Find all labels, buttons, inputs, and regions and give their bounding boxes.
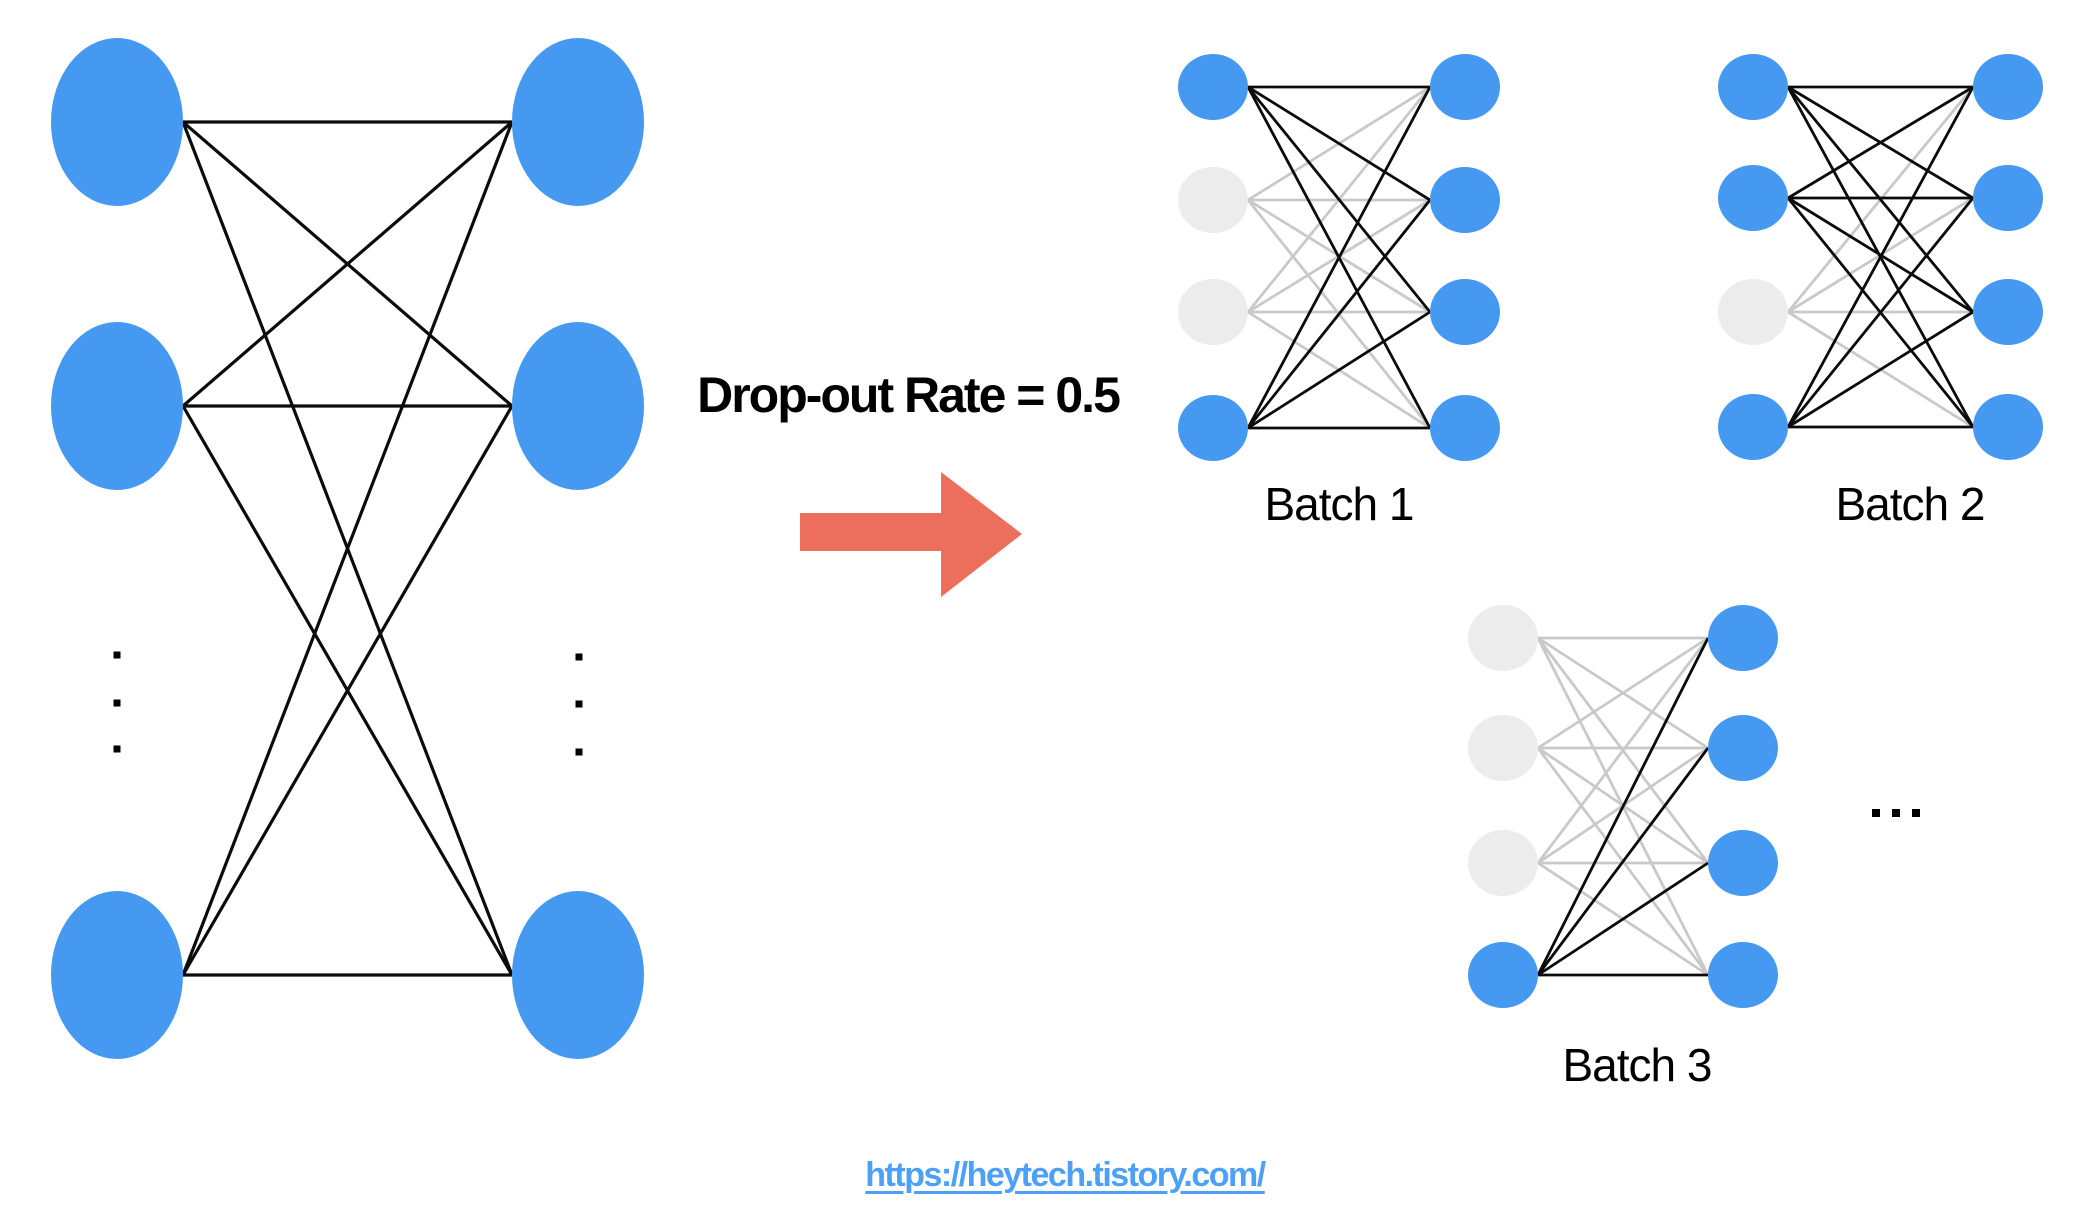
active-connection: [1787, 310, 1974, 429]
ellipsis-dot: [1872, 809, 1880, 817]
active-connection: [1786, 86, 1975, 313]
dropped-connection: [1536, 637, 1710, 864]
active-connection: [1787, 85, 1974, 200]
batch-3-label: Batch 3: [1562, 1039, 1713, 1091]
active-neuron-right: [1708, 715, 1778, 781]
active-neuron-left: [1718, 165, 1788, 231]
dropped-neuron-left: [1468, 715, 1538, 781]
active-connection: [1247, 310, 1431, 430]
batch-2-network: [1718, 54, 2043, 460]
dropped-neuron-left: [1178, 167, 1248, 233]
active-neuron-right: [1430, 395, 1500, 461]
ellipsis-dot: [113, 745, 121, 753]
dropout-rate-label: Drop-out Rate = 0.5: [697, 367, 1121, 423]
batch-3-network: [1468, 605, 1778, 1008]
active-connection: [181, 405, 514, 976]
right-arrow-icon: [800, 472, 1022, 597]
active-neuron-right: [1430, 167, 1500, 233]
active-neuron-right: [1430, 54, 1500, 120]
active-neuron-left: [1718, 394, 1788, 460]
source-link[interactable]: https://heytech.tistory.com/: [865, 1156, 1266, 1194]
dropped-neuron-left: [1178, 279, 1248, 345]
vertical-ellipsis-right: [575, 653, 583, 756]
active-neuron-right: [1430, 279, 1500, 345]
active-connection: [1786, 86, 1975, 428]
active-neuron-right: [1973, 394, 2043, 460]
active-neuron-right: [1973, 165, 2043, 231]
active-neuron-right: [1973, 279, 2043, 345]
active-connection: [1246, 86, 1432, 313]
horizontal-ellipsis: [1872, 809, 1920, 817]
active-neuron-left: [1468, 942, 1538, 1008]
active-connection: [1246, 86, 1432, 429]
active-neuron-right: [1708, 942, 1778, 1008]
dropped-connection: [1537, 636, 1709, 750]
active-neuron-right: [512, 38, 644, 206]
active-connection: [1536, 747, 1710, 976]
active-neuron-left: [1178, 54, 1248, 120]
dropped-neuron-left: [1468, 605, 1538, 671]
ellipsis-dot: [113, 651, 121, 659]
active-connection: [1247, 85, 1431, 202]
main-network: [51, 38, 644, 1059]
ellipsis-dot: [575, 653, 583, 661]
active-connection: [1537, 861, 1709, 977]
batch-2-label: Batch 2: [1835, 478, 1986, 530]
active-neuron-right: [1708, 830, 1778, 896]
dropped-neuron-left: [1468, 830, 1538, 896]
active-connection: [1786, 197, 1975, 428]
active-neuron-left: [51, 322, 183, 490]
ellipsis-dot: [1892, 809, 1900, 817]
active-neuron-left: [51, 38, 183, 206]
batch-1-label: Batch 1: [1264, 478, 1415, 530]
dropped-neuron-left: [1718, 279, 1788, 345]
active-neuron-right: [512, 891, 644, 1059]
active-connection: [181, 121, 514, 976]
active-neuron-right: [512, 322, 644, 490]
active-neuron-right: [1973, 54, 2043, 120]
active-neuron-right: [1708, 605, 1778, 671]
active-neuron-left: [1178, 395, 1248, 461]
vertical-ellipsis-left: [113, 651, 121, 753]
active-neuron-left: [1718, 54, 1788, 120]
active-connection: [181, 120, 514, 408]
active-connection: [1246, 199, 1432, 429]
ellipsis-dot: [113, 699, 121, 707]
active-connection: [1536, 637, 1710, 976]
ellipsis-dot: [575, 700, 583, 708]
active-neuron-left: [51, 891, 183, 1059]
batch-1-network: [1178, 54, 1500, 461]
ellipsis-dot: [1912, 809, 1920, 817]
ellipsis-dot: [575, 748, 583, 756]
